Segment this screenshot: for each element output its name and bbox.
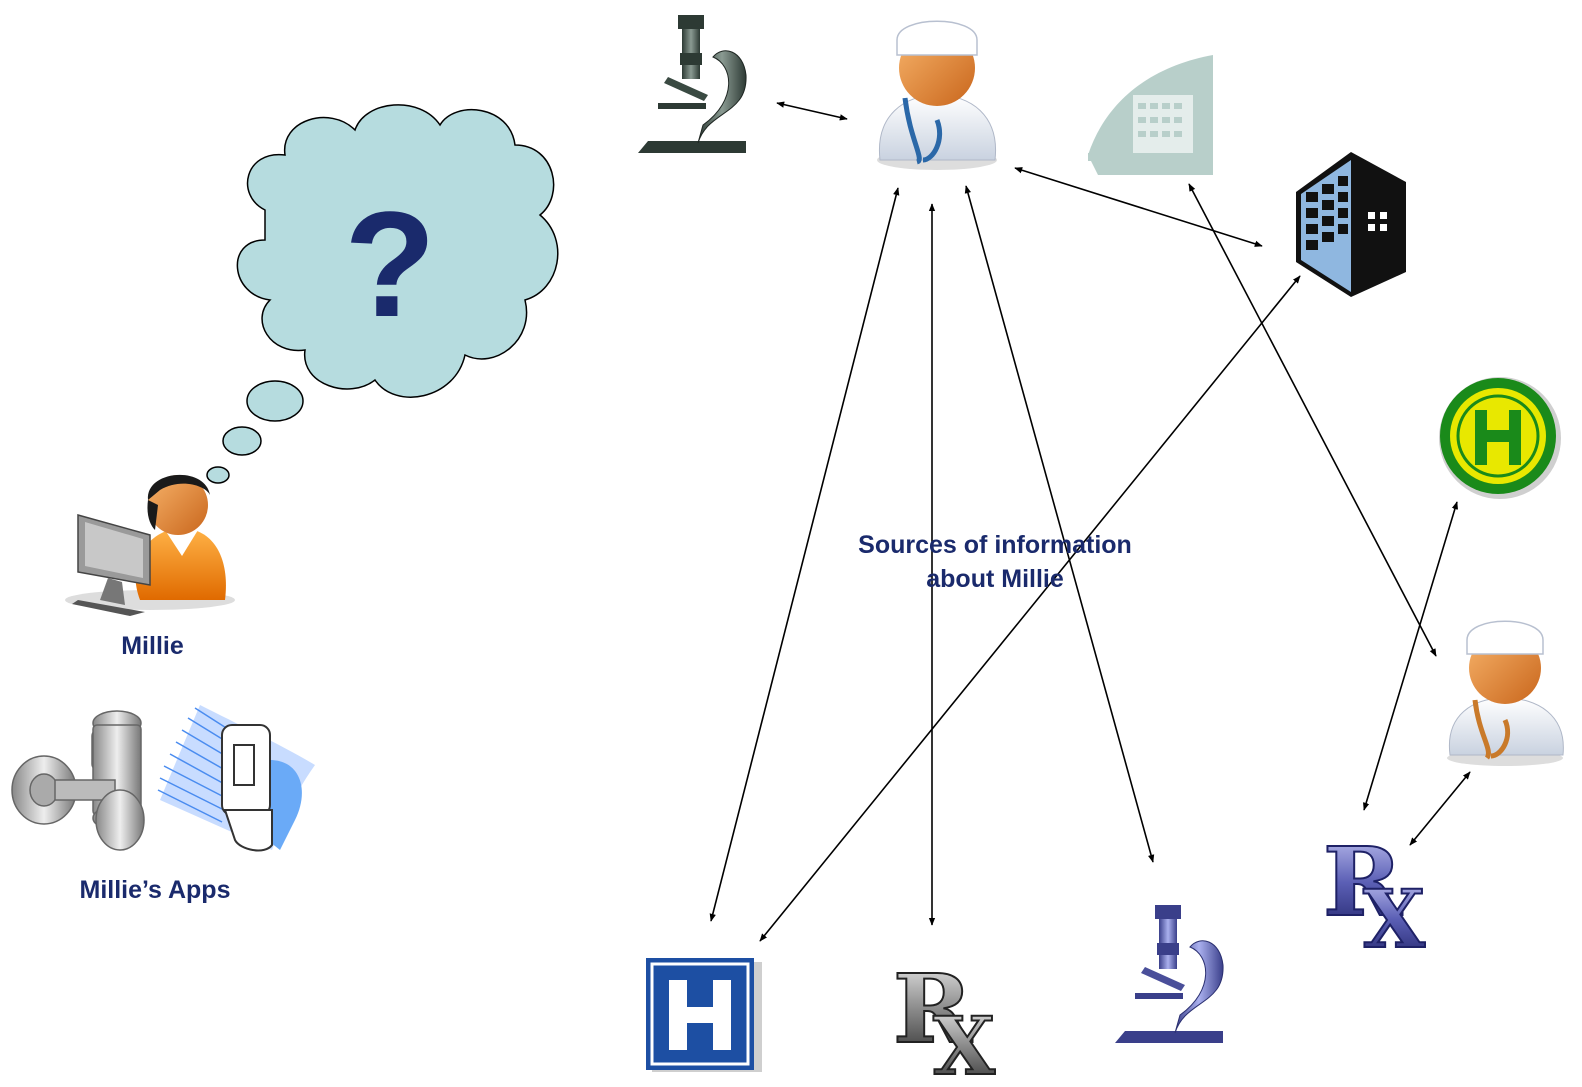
- sources-label-line2: about Millie: [926, 565, 1064, 593]
- svg-text:X: X: [1363, 872, 1425, 966]
- question-mark: ?: [344, 180, 436, 348]
- svg-text:R: R: [1323, 827, 1403, 938]
- inhaler-icon: [157, 705, 315, 852]
- dumbbell-icon: [11, 710, 145, 851]
- millie-label: Millie: [121, 632, 184, 660]
- millies-apps-label: Millie’s Apps: [79, 876, 231, 904]
- svg-text:X: X: [933, 999, 995, 1087]
- arrow-doctor-building: [1014, 167, 1263, 247]
- faded-building-icon: [1088, 55, 1213, 175]
- arrow-doctor-microscope-bottom: [964, 185, 1155, 863]
- user-at-computer-icon: [65, 474, 235, 616]
- arrow-building-hospital-sign: [759, 275, 1301, 942]
- arrows: [709, 101, 1471, 942]
- rx-icon: R X: [1322, 826, 1426, 967]
- sources-label: Sources of information about Millie: [820, 528, 1170, 596]
- arrow-doctor-right-rx-right: [1409, 771, 1471, 846]
- rx-icon: R X: [892, 953, 996, 1087]
- thought-cloud-icon: [206, 104, 559, 484]
- doctor-icon: [1447, 620, 1564, 766]
- office-building-icon: [1296, 152, 1406, 297]
- svg-text:R: R: [893, 954, 973, 1065]
- arrow-round-sign-rx-right: [1363, 501, 1458, 811]
- microscope-icon: [638, 15, 747, 153]
- doctor-icon: [877, 20, 997, 170]
- sources-label-line1: Sources of information: [858, 531, 1132, 559]
- microscope-icon: [1115, 905, 1224, 1043]
- hospital-h-sign-icon: [646, 958, 762, 1072]
- arrow-doctor-microscope-top: [776, 101, 848, 121]
- round-h-sign-icon: [1439, 377, 1561, 499]
